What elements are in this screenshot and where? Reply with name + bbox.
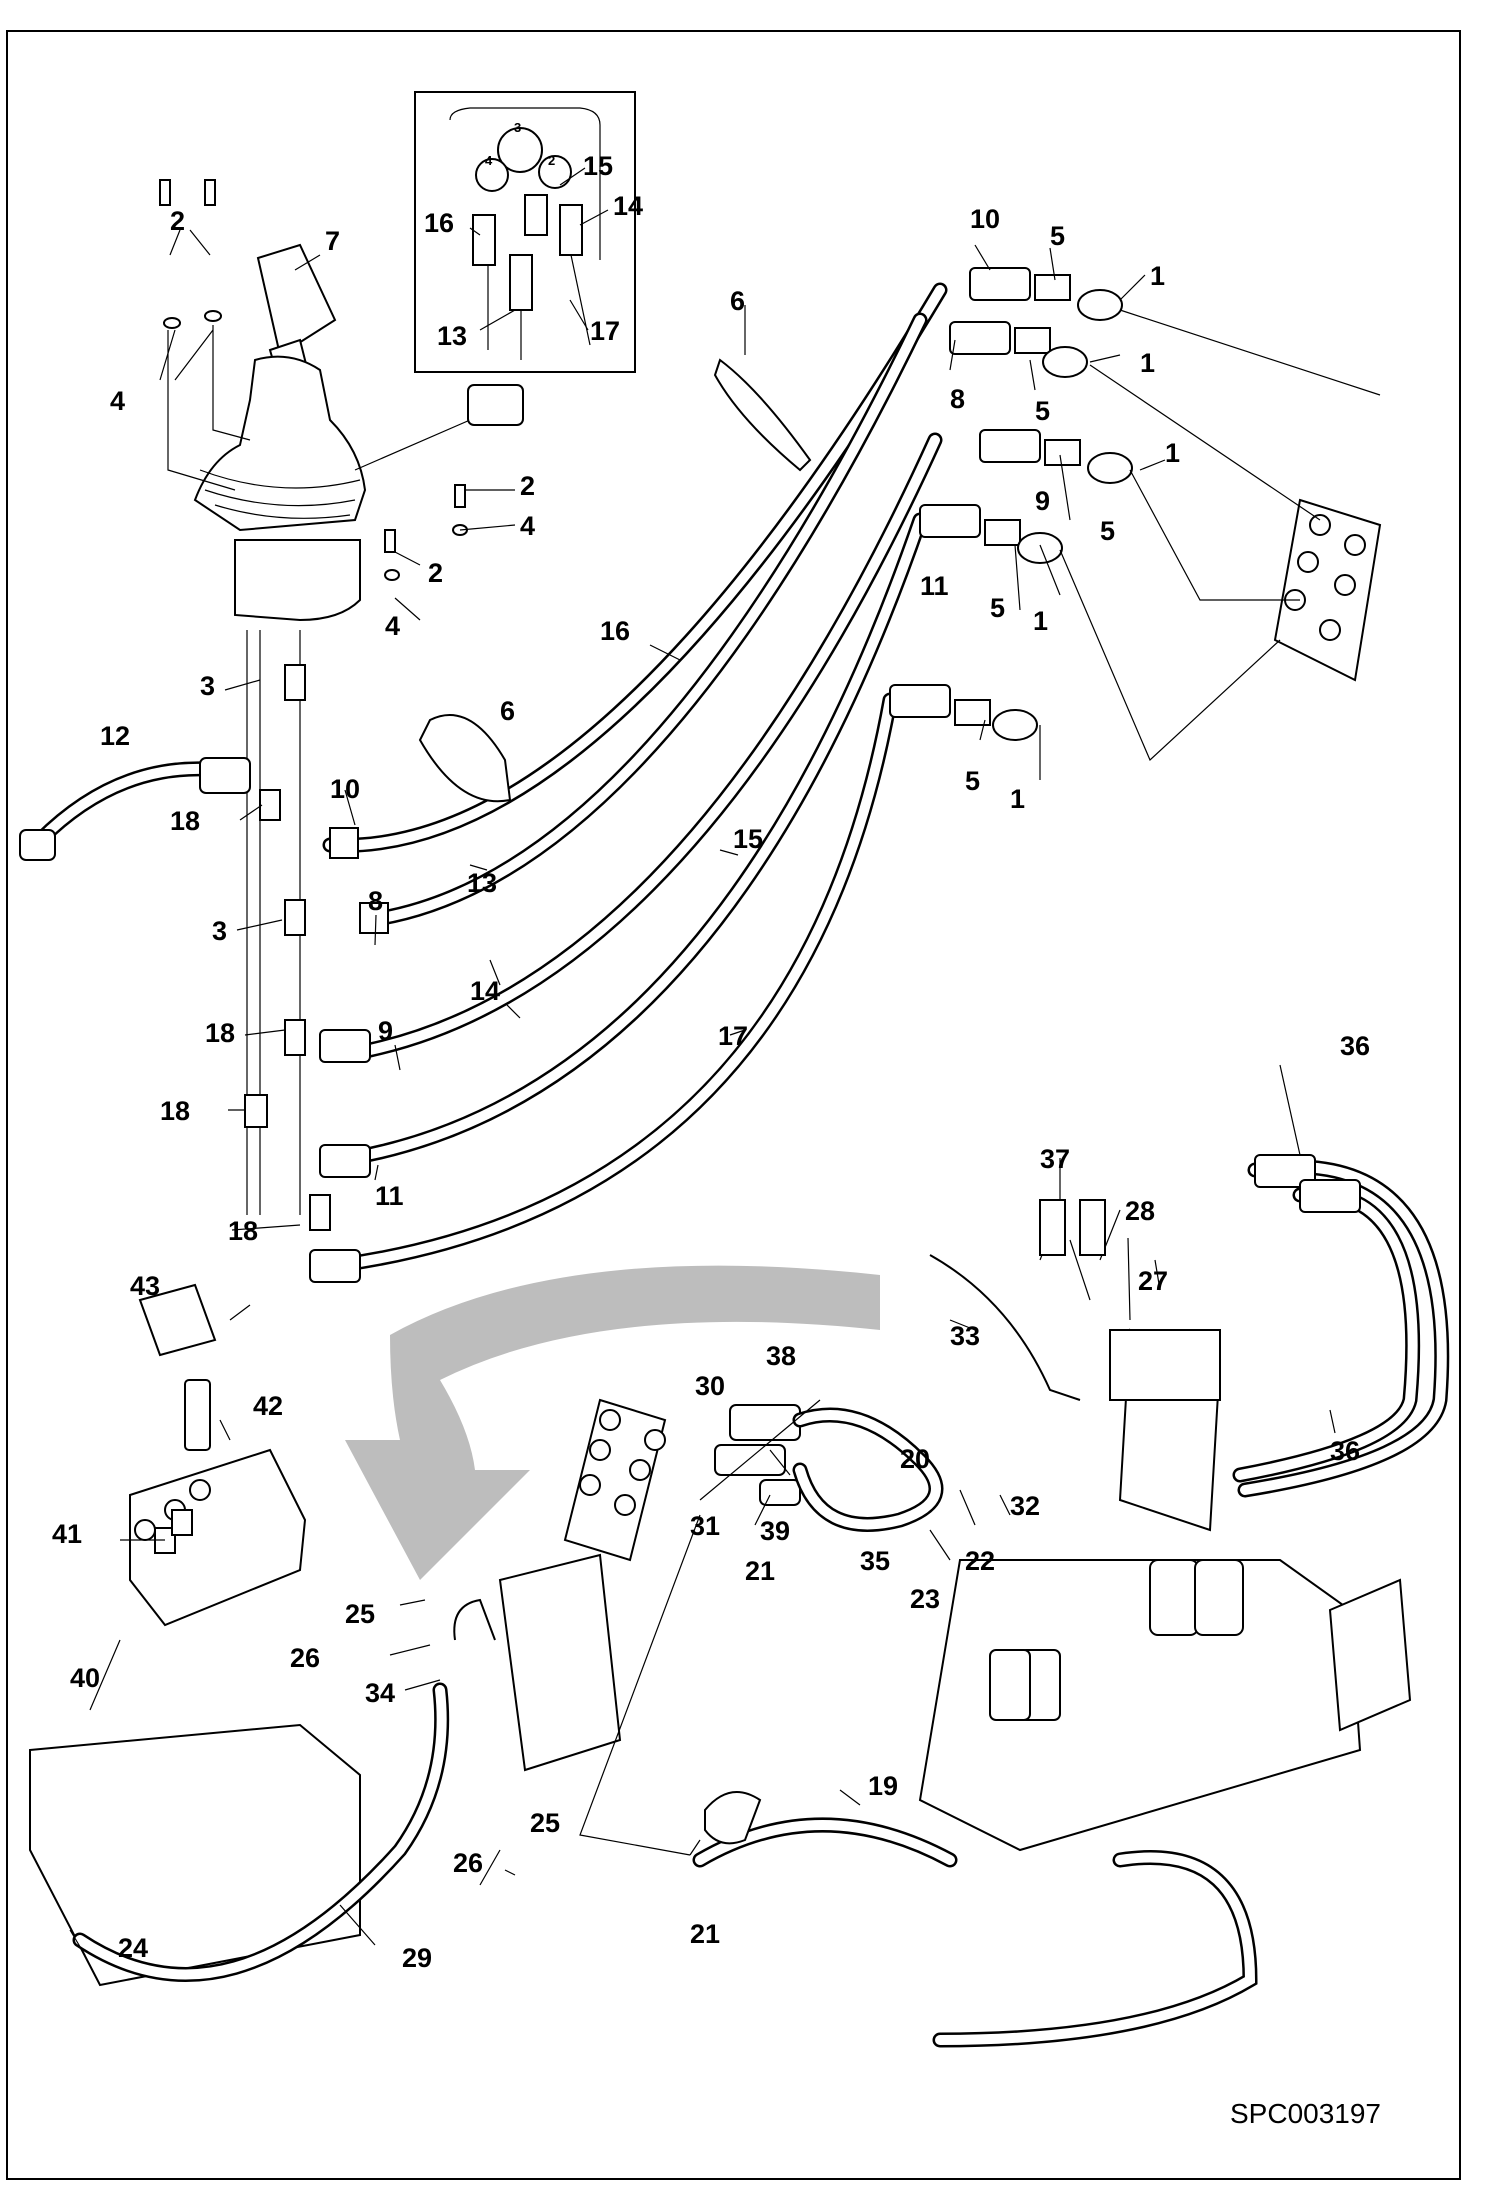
callout-14-inset: 14 [613, 191, 643, 221]
callout-10-b: 10 [970, 204, 1000, 234]
callout-22: 22 [965, 1546, 995, 1576]
callout-19: 19 [868, 1771, 898, 1801]
callout-2-a: 2 [170, 206, 185, 236]
callout-32: 32 [1010, 1491, 1040, 1521]
control-valve-assembly [918, 1154, 1450, 2048]
callout-29: 29 [402, 1943, 432, 1973]
upper-fittings [889, 267, 1382, 762]
callout-1-b: 1 [1140, 348, 1155, 378]
callout-42: 42 [253, 1391, 283, 1421]
callout-38: 38 [766, 1341, 796, 1371]
port-3-label: 3 [514, 120, 521, 135]
callout-4-a: 4 [110, 386, 125, 416]
direction-arrow [345, 1265, 880, 1580]
callout-31: 31 [690, 1511, 720, 1541]
callout-15: 15 [733, 824, 763, 854]
callout-8-b: 8 [950, 384, 965, 414]
callout-43: 43 [130, 1271, 160, 1301]
callout-33: 33 [950, 1321, 980, 1351]
callout-labels: 2 7 4 2 4 2 4 3 12 18 10 3 8 13 18 14 9 … [52, 204, 1370, 1973]
callout-5-e: 5 [965, 766, 980, 796]
callout-4-c: 4 [385, 611, 400, 641]
port-4-label: 4 [485, 153, 493, 168]
callout-15-inset: 15 [583, 151, 613, 181]
callout-9-a: 9 [378, 1016, 393, 1046]
middle-fittings [563, 1398, 944, 1562]
callout-21-b: 21 [690, 1919, 720, 1949]
callout-5-c: 5 [1100, 516, 1115, 546]
callout-14: 14 [470, 976, 500, 1006]
callout-5-b: 5 [1035, 396, 1050, 426]
callout-2-c: 2 [428, 558, 443, 588]
callout-23: 23 [910, 1584, 940, 1614]
port-2-label: 2 [548, 153, 555, 168]
callout-16: 16 [600, 616, 630, 646]
callout-11-a: 11 [375, 1181, 404, 1211]
callout-17: 17 [718, 1021, 748, 1051]
leader-lines [69, 229, 1336, 1956]
callout-41: 41 [52, 1519, 82, 1549]
callout-11-b: 11 [920, 571, 949, 601]
joystick-assembly [159, 179, 524, 1215]
callout-8-a: 8 [368, 886, 383, 916]
callout-36-b: 36 [1330, 1436, 1360, 1466]
callout-36-a: 36 [1340, 1031, 1370, 1061]
callout-40: 40 [70, 1663, 100, 1693]
callout-26-b: 26 [453, 1848, 483, 1878]
drawing-border [6, 30, 1461, 2180]
callout-20: 20 [900, 1444, 930, 1474]
callout-17-inset: 17 [590, 316, 620, 346]
callout-7: 7 [325, 226, 340, 256]
callout-25-b: 25 [530, 1808, 560, 1838]
callout-18-a: 18 [170, 806, 200, 836]
inset-detail: 3 4 2 16 15 14 13 17 [414, 91, 643, 373]
callout-35: 35 [860, 1546, 890, 1576]
drawing-code: SPC003197 [1230, 2098, 1382, 2129]
callout-10-a: 10 [330, 774, 360, 804]
callout-12: 12 [100, 721, 130, 751]
callout-21-a: 21 [745, 1556, 775, 1586]
callout-13: 13 [467, 868, 497, 898]
callout-2-b: 2 [520, 471, 535, 501]
callout-26-a: 26 [290, 1643, 320, 1673]
callout-1-d: 1 [1033, 606, 1048, 636]
callout-18-c: 18 [160, 1096, 190, 1126]
callout-37: 37 [1040, 1144, 1070, 1174]
callout-16-inset: 16 [424, 208, 454, 238]
callout-34: 34 [365, 1678, 395, 1708]
callout-3-a: 3 [200, 671, 215, 701]
callout-1-e: 1 [1010, 784, 1025, 814]
callout-18-b: 18 [205, 1018, 235, 1048]
callout-1-c: 1 [1165, 438, 1180, 468]
callout-39: 39 [760, 1516, 790, 1546]
callout-5-a: 5 [1050, 221, 1065, 251]
callout-30: 30 [695, 1371, 725, 1401]
joystick-hoses [19, 282, 948, 1283]
callout-6-a: 6 [500, 696, 515, 726]
solenoid-block [29, 1283, 958, 1987]
callout-24: 24 [118, 1933, 148, 1963]
callout-4-b: 4 [520, 511, 535, 541]
callout-6-b: 6 [730, 286, 745, 316]
callout-5-d: 5 [990, 593, 1005, 623]
callout-9-b: 9 [1035, 486, 1050, 516]
callout-18-d: 18 [228, 1216, 258, 1246]
callout-27: 27 [1138, 1266, 1168, 1296]
callout-28: 28 [1125, 1196, 1155, 1226]
callout-3-b: 3 [212, 916, 227, 946]
callout-13-inset: 13 [437, 321, 467, 351]
callout-25-a: 25 [345, 1599, 375, 1629]
callout-1-a: 1 [1150, 261, 1165, 291]
